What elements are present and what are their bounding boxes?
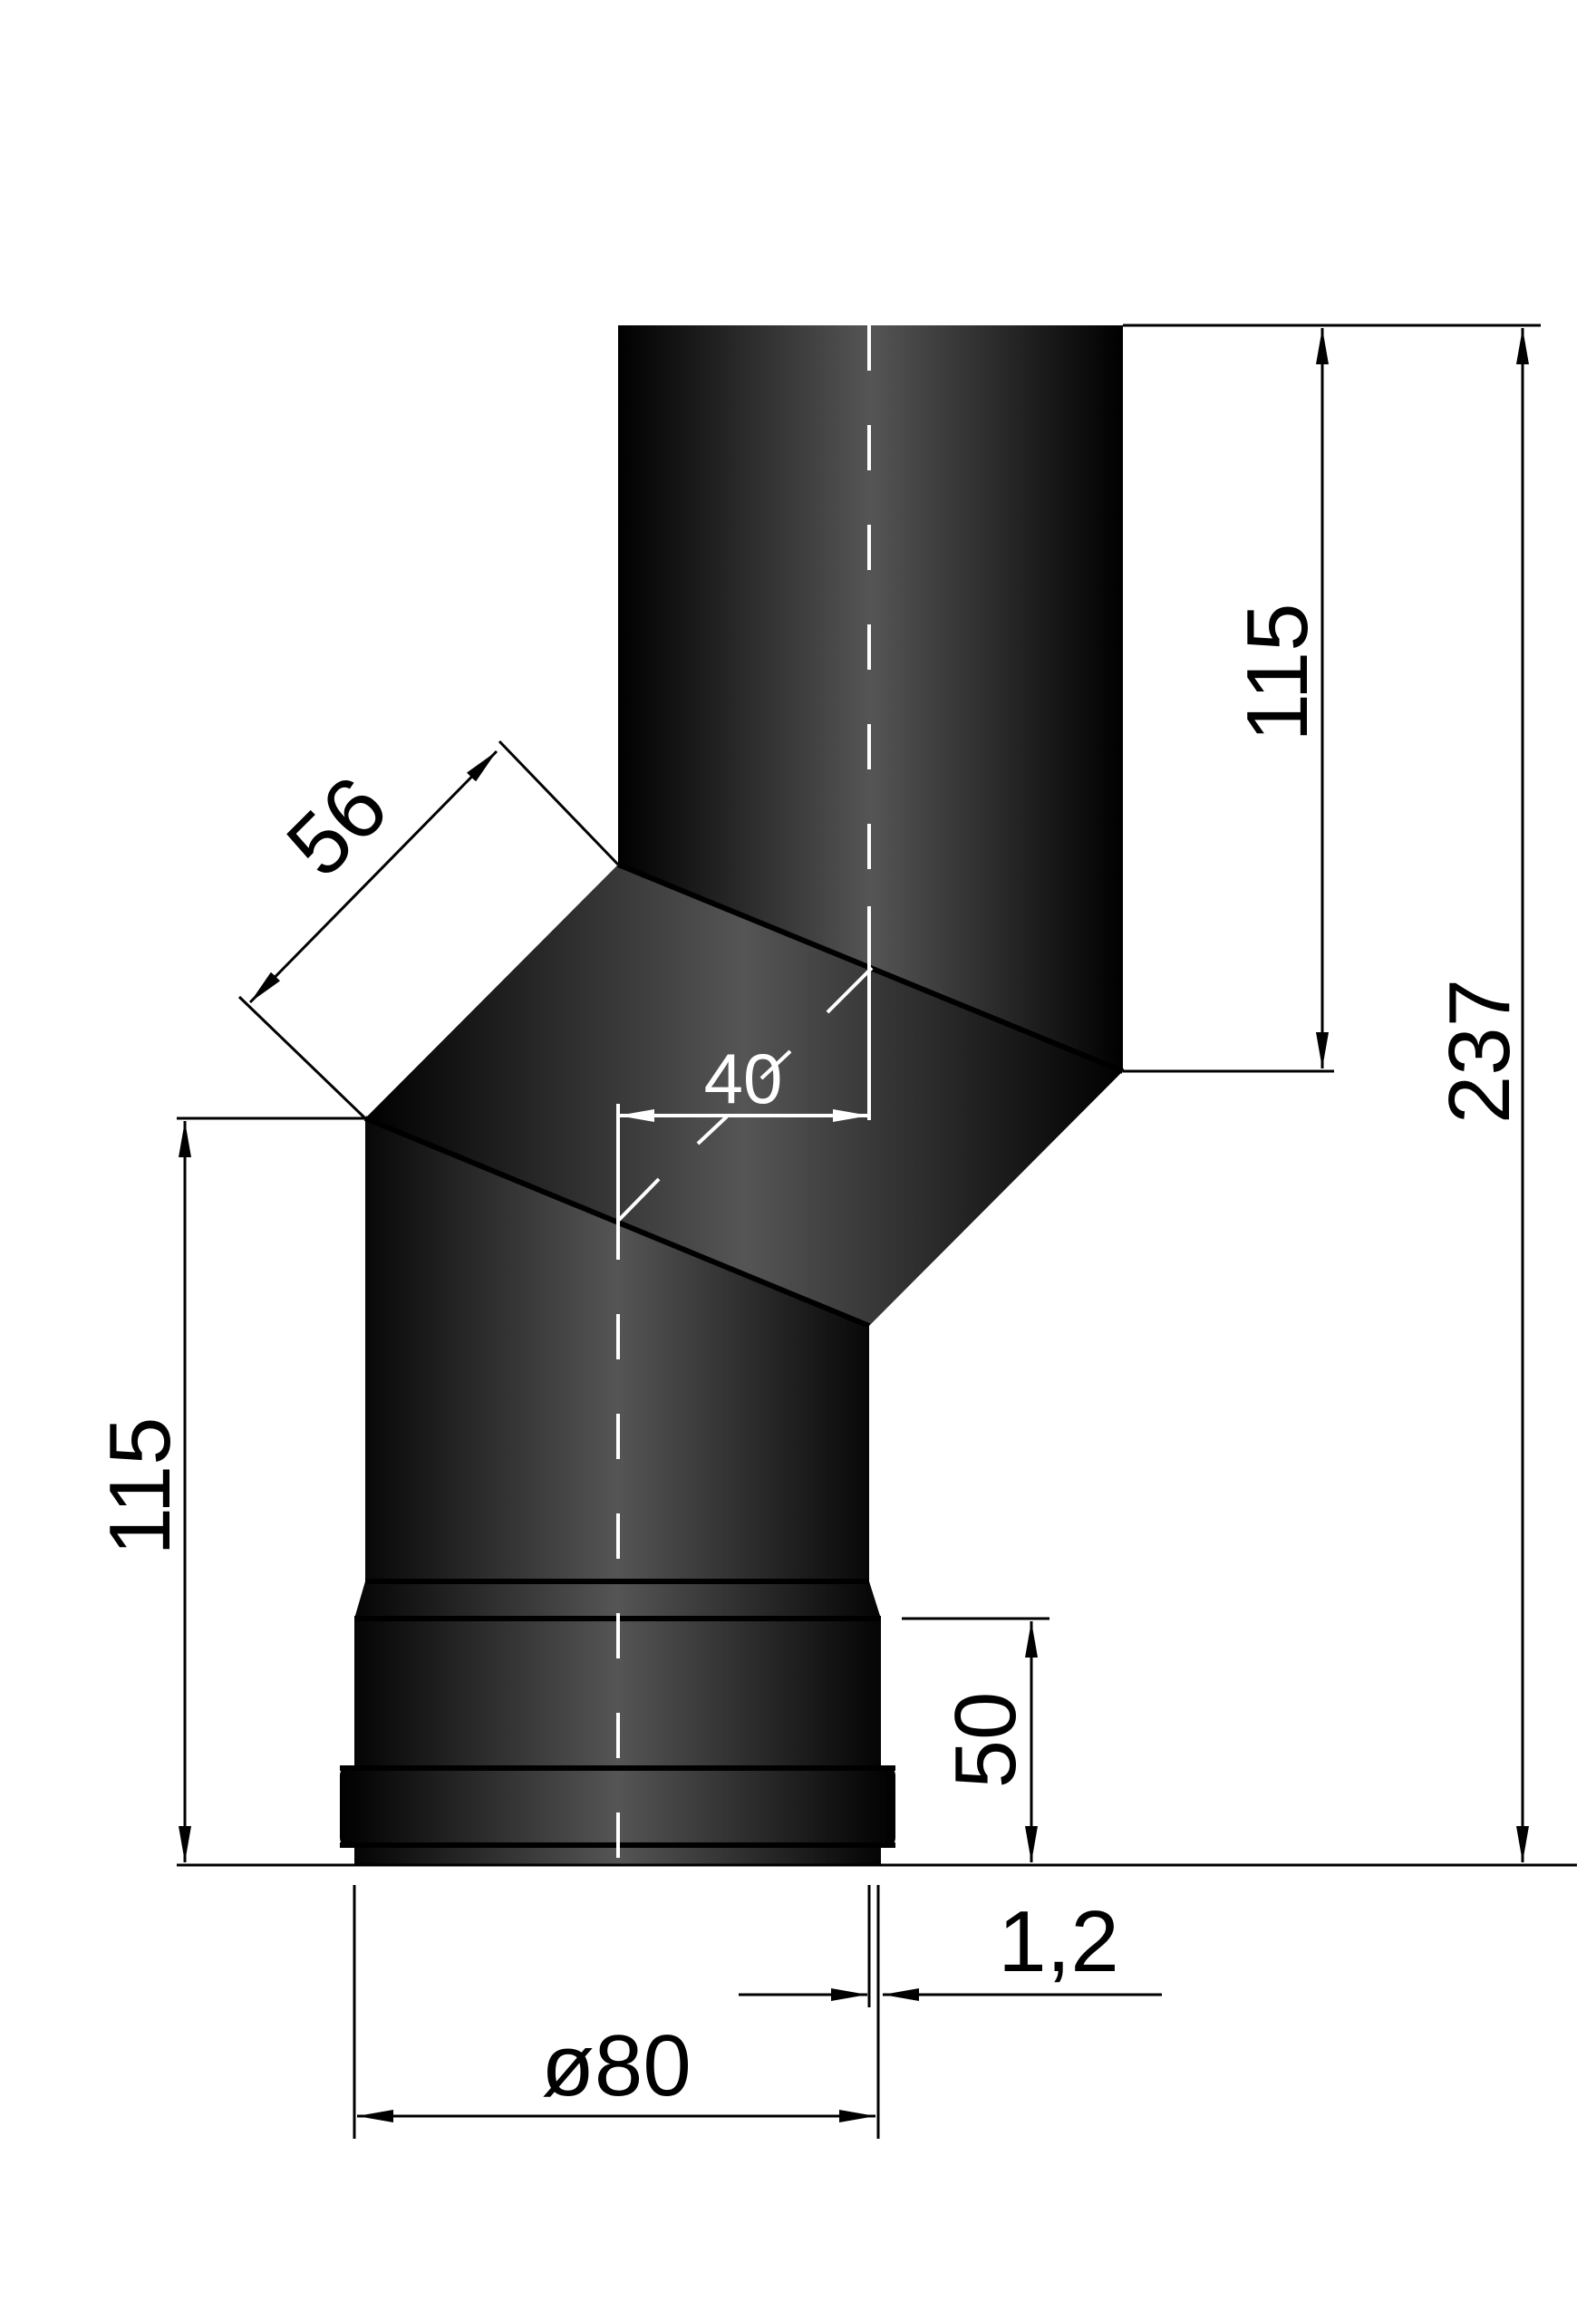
dimension-label-56: 56 xyxy=(268,758,405,894)
dimension-upper-length: 115 xyxy=(1123,328,1334,1073)
dimension-socket-depth: 50 xyxy=(902,1617,1049,1862)
dimension-wall-thickness: 1,2 xyxy=(739,1885,1162,2007)
socket-bead xyxy=(340,1766,895,1847)
dimension-label-1-2: 1,2 xyxy=(998,1893,1118,1990)
dimension-offset-center: 40 xyxy=(616,906,874,1223)
offset-section xyxy=(365,865,1123,1326)
dimension-label-115-lower: 115 xyxy=(92,1416,189,1555)
dimension-label-diameter: ø80 xyxy=(541,2017,691,2114)
socket-flare xyxy=(354,1581,881,1619)
dimension-label-237: 237 xyxy=(1431,979,1528,1124)
dimension-label-115-upper: 115 xyxy=(1229,603,1326,741)
dimension-diameter: ø80 xyxy=(353,1885,880,2139)
dimension-label-50: 50 xyxy=(937,1692,1034,1789)
upper-pipe-bottom xyxy=(618,325,1123,1071)
dimension-total-height: 237 xyxy=(177,324,1577,1867)
dimension-lower-length: 115 xyxy=(92,1116,365,1862)
dimension-label-40: 40 xyxy=(704,1039,783,1118)
pipe-body xyxy=(340,325,1125,1865)
